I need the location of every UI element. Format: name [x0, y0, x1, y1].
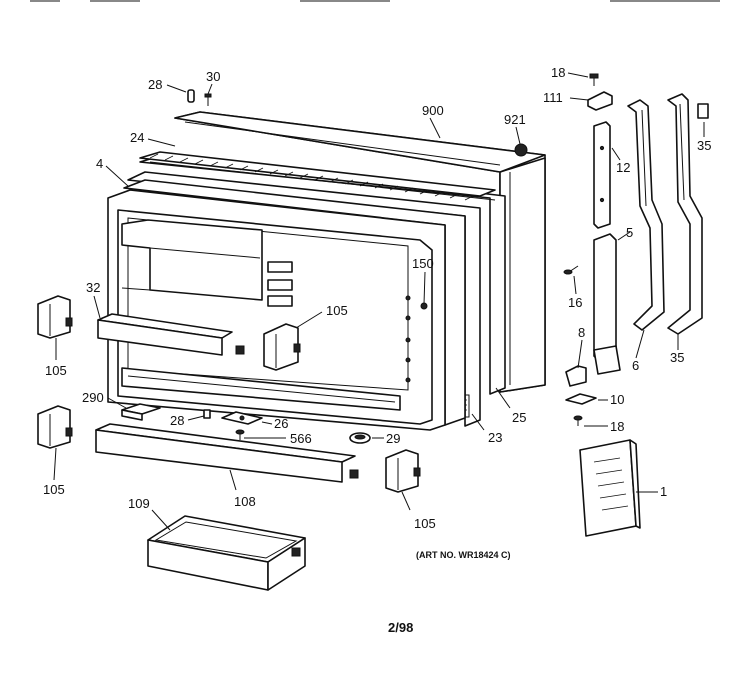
callout-23: 23	[488, 430, 502, 445]
cap-35-top	[697, 103, 709, 119]
grommet-29	[349, 432, 371, 444]
handle-6	[627, 99, 665, 331]
callout-8: 8	[578, 325, 585, 340]
rail-32	[97, 313, 245, 356]
cap-8	[565, 365, 587, 387]
end-cap-105-l2	[37, 405, 73, 449]
callout-12: 12	[616, 160, 630, 175]
end-cap-105-mid	[263, 323, 301, 371]
hinge-plate-12	[593, 121, 611, 229]
callout-1: 1	[660, 484, 667, 499]
screw-28-bottom	[203, 409, 211, 419]
breaker-strip-24	[139, 151, 496, 201]
end-cap-105-bot	[385, 449, 421, 493]
hinge-111	[587, 91, 613, 111]
screw-18-top	[589, 73, 599, 86]
callout-921: 921	[504, 112, 526, 127]
small-block-290	[121, 403, 161, 421]
callout-108: 108	[234, 494, 256, 509]
pin-28-30-top	[187, 89, 212, 106]
callout-105-bot: 105	[414, 516, 436, 531]
callout-5: 5	[626, 225, 633, 240]
callout-28-top: 28	[148, 77, 162, 92]
callout-28-bot: 28	[170, 413, 184, 428]
callout-35-bot: 35	[670, 350, 684, 365]
hinge-10	[565, 393, 597, 405]
outer-case-900	[174, 111, 546, 393]
screw-16	[563, 265, 579, 275]
callout-150: 150	[412, 256, 434, 271]
callout-290: 290	[82, 390, 104, 405]
callout-111: 111	[543, 90, 563, 105]
callout-105-mid: 105	[326, 303, 348, 318]
screw-18-bottom	[573, 415, 583, 426]
callout-18-top: 18	[551, 65, 565, 80]
callout-18-bot: 18	[610, 419, 624, 434]
date-code: 2/98	[388, 620, 413, 635]
callout-35-top: 35	[697, 138, 711, 153]
callout-566: 566	[290, 431, 312, 446]
callout-24: 24	[130, 130, 144, 145]
rail-108	[95, 423, 359, 483]
callout-32: 32	[86, 280, 100, 295]
callout-25: 25	[512, 410, 526, 425]
callout-900: 900	[422, 103, 444, 118]
leader-lines	[53, 72, 705, 531]
callout-109: 109	[128, 496, 150, 511]
callout-4: 4	[96, 156, 103, 171]
callout-105-l1: 105	[45, 363, 67, 378]
tray-109	[147, 515, 306, 591]
callout-26: 26	[274, 416, 288, 431]
plate-26	[221, 411, 263, 425]
callout-105-l2: 105	[43, 482, 65, 497]
callout-29: 29	[386, 431, 400, 446]
hinge-bracket-5	[593, 233, 621, 375]
handle-35	[667, 93, 703, 335]
callout-30: 30	[206, 69, 220, 84]
callout-16: 16	[568, 295, 582, 310]
door-liner	[117, 209, 433, 425]
screw-566	[235, 429, 245, 440]
callout-6: 6	[632, 358, 639, 373]
callout-10: 10	[610, 392, 624, 407]
end-cap-105-l1	[37, 295, 73, 339]
callout-labels: 28 30 24 4 900 921 18 111 35 12 5 16 8 6…	[43, 65, 711, 531]
art-number-note: (ART NO. WR18424 C)	[416, 550, 511, 560]
booklet-1	[579, 439, 641, 537]
